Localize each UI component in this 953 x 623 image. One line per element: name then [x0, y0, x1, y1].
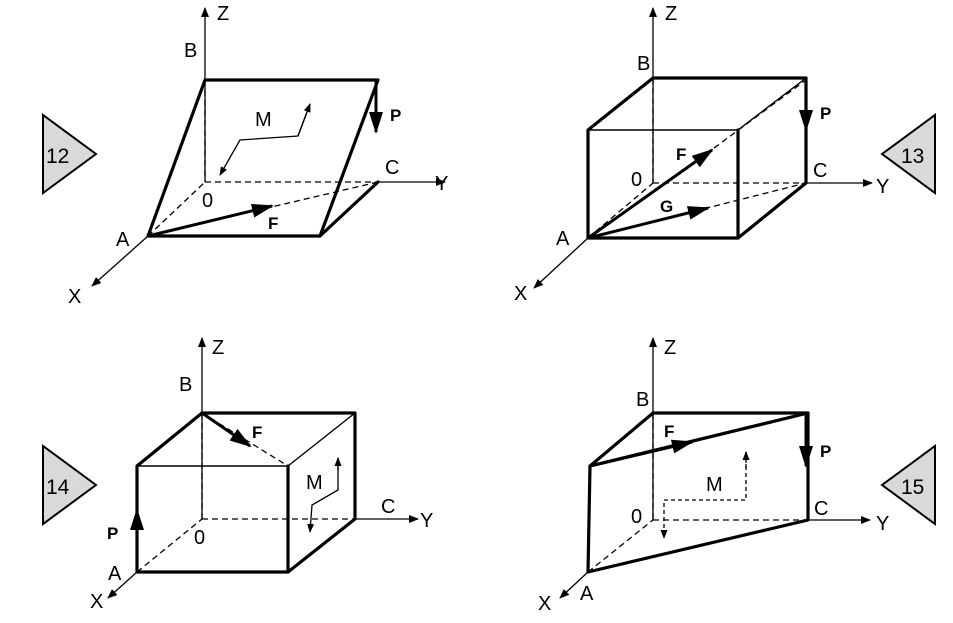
force-p-label: P	[820, 442, 831, 461]
point-b-label: B	[636, 389, 649, 411]
prism-edge	[318, 180, 380, 238]
y-axis-label: Y	[876, 513, 889, 535]
z-axis-label: Z	[665, 3, 677, 25]
hidden-edge	[136, 518, 203, 573]
y-axis-label: Y	[435, 173, 448, 195]
x-axis-label: X	[68, 286, 81, 308]
point-c-label: C	[381, 496, 395, 518]
x-axis-label: X	[514, 283, 527, 305]
badge-triangle	[42, 113, 98, 195]
box-edge	[287, 412, 356, 467]
force-f-label: F	[676, 145, 686, 164]
badge-12: 12	[42, 113, 98, 195]
force-f-label: F	[268, 214, 278, 233]
badge-triangle	[880, 444, 936, 526]
badge-15: 15	[880, 444, 936, 526]
hidden-edge	[587, 519, 654, 573]
force-g-arrow	[587, 206, 710, 240]
moment-arrow-up	[297, 103, 311, 137]
wedge-outline	[586, 411, 810, 574]
figure-14: 14 Z Y X F P M B C A 0	[42, 337, 433, 613]
x-axis	[559, 571, 589, 599]
z-axis-label: Z	[664, 337, 676, 359]
moment-label: M	[255, 109, 272, 131]
point-a-label: A	[108, 563, 122, 585]
point-a-label: A	[580, 583, 594, 605]
moment-label: M	[706, 474, 723, 496]
x-axis-label: X	[90, 591, 103, 613]
badge-14: 14	[42, 444, 98, 526]
origin-label: 0	[631, 506, 642, 528]
point-a-label: A	[116, 229, 130, 251]
badge-triangle	[880, 113, 936, 195]
point-c-label: C	[814, 498, 828, 520]
figure-12: 12 Z Y X F P M B C A 0	[42, 3, 448, 308]
origin-label: 0	[631, 169, 642, 191]
point-a-label: A	[556, 228, 570, 250]
origin-label: 0	[202, 190, 213, 212]
force-f-arrow	[587, 148, 714, 240]
force-f-label: F	[664, 422, 674, 441]
x-axis	[533, 237, 589, 289]
x-axis	[91, 235, 149, 287]
force-p-label: P	[390, 106, 401, 125]
badge-13: 13	[880, 113, 936, 195]
force-f-line-of-action	[705, 79, 807, 155]
point-c-label: C	[813, 160, 827, 182]
force-p-label: P	[107, 524, 118, 543]
figure-13: 13 Z Y X F G P B C A 0	[514, 3, 936, 305]
badge-number: 15	[901, 476, 924, 499]
moment-arrow-down	[307, 458, 339, 533]
figure-15: 15 Z Y X F P M B C A 0	[538, 337, 936, 615]
force-f-label: F	[252, 423, 262, 442]
force-f-arrow	[589, 439, 694, 468]
badge-number: 12	[46, 145, 69, 168]
badge-number: 13	[901, 145, 924, 168]
point-b-label: B	[184, 40, 197, 62]
point-b-label: B	[179, 374, 192, 396]
point-b-label: B	[637, 53, 650, 75]
force-f-arrow	[147, 203, 274, 238]
hidden-edge	[147, 181, 206, 237]
badge-number: 14	[46, 476, 70, 499]
z-axis-label: Z	[217, 3, 229, 25]
y-axis-label: Y	[876, 176, 889, 198]
badge-triangle	[42, 444, 98, 526]
force-f-arrow	[201, 411, 252, 448]
force-g-label: G	[660, 197, 673, 216]
moment-label: M	[306, 472, 323, 494]
force-p-label: P	[820, 104, 831, 123]
y-axis-label: Y	[420, 510, 433, 532]
z-axis-label: Z	[212, 337, 224, 359]
x-axis	[107, 571, 138, 599]
moment-arrow-down	[660, 452, 747, 539]
x-axis-label: X	[538, 593, 551, 615]
point-c-label: C	[385, 157, 399, 179]
origin-label: 0	[194, 527, 205, 549]
